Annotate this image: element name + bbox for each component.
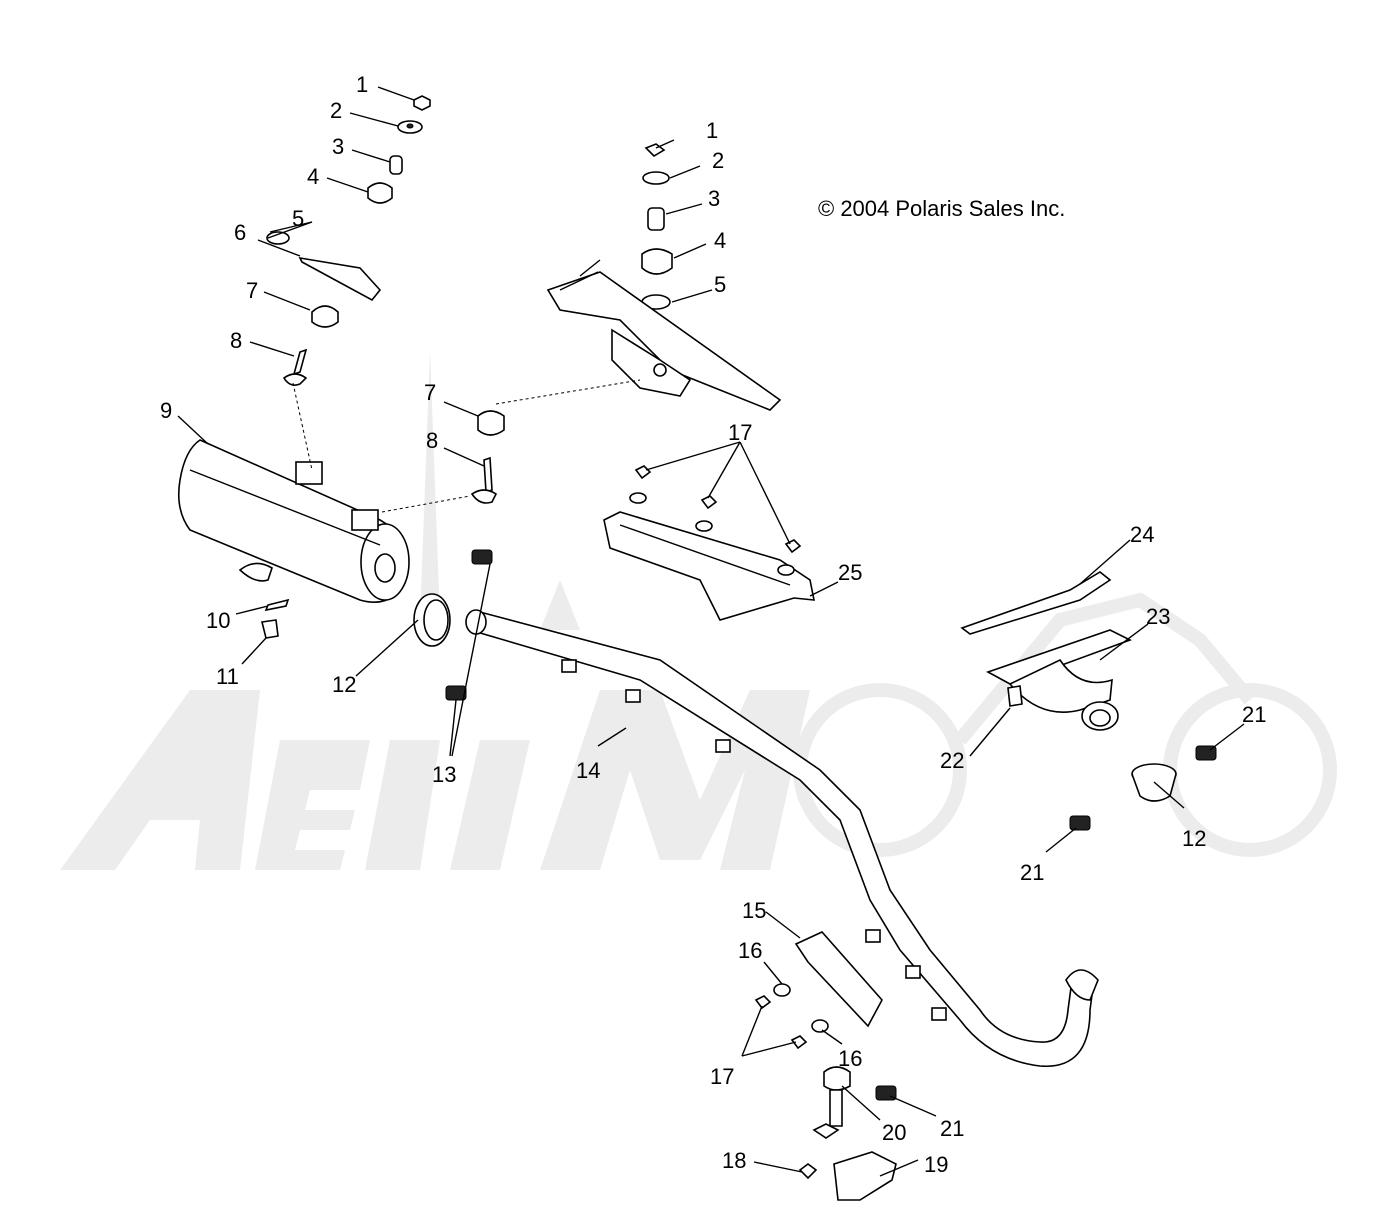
callout-5a: 5 [292,206,304,231]
callout-12b: 12 [1182,826,1206,851]
grommet-4a [367,182,393,204]
callout-18: 18 [722,1148,746,1173]
callout-16a: 16 [738,938,762,963]
callout-14: 14 [576,758,600,783]
alignment-line-1 [292,382,313,471]
callout-17a: 17 [728,420,752,445]
callout-17b: 17 [710,1064,734,1089]
muffler-9 [177,439,410,604]
callout-16b: 16 [838,1046,862,1071]
grommet-7a [311,305,339,328]
center-mount-hardware [470,143,673,504]
grommet-4b [641,248,673,275]
gasket-24 [960,571,1112,635]
stud-20 [812,1066,851,1139]
bolt-8b [483,456,493,494]
callout-2a: 2 [330,98,342,123]
alignment-line-3 [381,495,471,513]
callout-3a: 3 [332,134,344,159]
o-ring-5a [266,231,290,245]
callout-8b: 8 [426,428,438,453]
grommet-7b [477,410,505,436]
callout-4a: 4 [307,164,319,189]
spring-21b [1069,815,1091,831]
bracket-19 [833,1151,897,1201]
callout-5b: 5 [714,272,726,297]
callout-3b: 3 [708,186,720,211]
bushing-3a [389,155,403,175]
plug-22 [1007,685,1023,707]
bolt-8a [292,348,308,376]
washer-16a [773,983,791,997]
head-pipe-flange-23 [986,629,1133,731]
callout-20: 20 [882,1120,906,1145]
callout-7b: 7 [424,380,436,405]
nut-18 [798,1163,818,1180]
sleeve-12a [413,593,451,647]
callout-15: 15 [742,898,766,923]
washer-2b [642,171,670,185]
bracket-6 [298,256,382,302]
callout-1b: 1 [706,118,718,143]
callout-2b: 2 [712,148,724,173]
callout-10: 10 [206,608,230,633]
leader-lines [177,86,1245,1177]
callout-21c: 21 [940,1116,964,1141]
alignment-line-2 [495,379,641,405]
callout-23: 23 [1146,604,1170,629]
callout-6: 6 [234,220,246,245]
heat-shield-15 [794,931,883,1028]
nut-17b [790,1035,808,1050]
callout-21a: 21 [1242,702,1266,727]
callout-9: 9 [160,398,172,423]
callout-25: 25 [838,560,862,585]
callout-12a: 12 [332,672,356,697]
callout-labels: 1 2 3 4 5 6 7 8 9 10 11 12 13 1 2 3 4 5 … [160,72,1266,1177]
sleeve-12b [1131,763,1177,802]
callout-8a: 8 [230,328,242,353]
callout-13: 13 [432,762,456,787]
nut-17a [754,995,772,1010]
fitting-11 [261,619,279,639]
copyright-text: © 2004 Polaris Sales Inc. [818,196,1065,221]
left-mount-hardware [266,95,431,386]
callout-7a: 7 [246,278,258,303]
callout-11: 11 [216,664,239,689]
callout-4b: 4 [714,228,726,253]
callout-21b: 21 [1020,860,1044,885]
bushing-3b [647,207,665,231]
callout-24: 24 [1130,522,1154,547]
washer-16b [811,1019,829,1033]
callout-1a: 1 [356,72,368,97]
frame-rail [546,259,782,411]
spring-clip-10 [264,598,290,612]
watermark-logo [60,350,1337,870]
heat-shield-25 [603,511,815,621]
callout-19: 19 [924,1152,948,1177]
nut-1a [413,95,431,111]
exhaust-pipe-14 [465,609,1099,1067]
heat-shield-nuts-17 [629,465,802,576]
callout-22: 22 [940,748,964,773]
